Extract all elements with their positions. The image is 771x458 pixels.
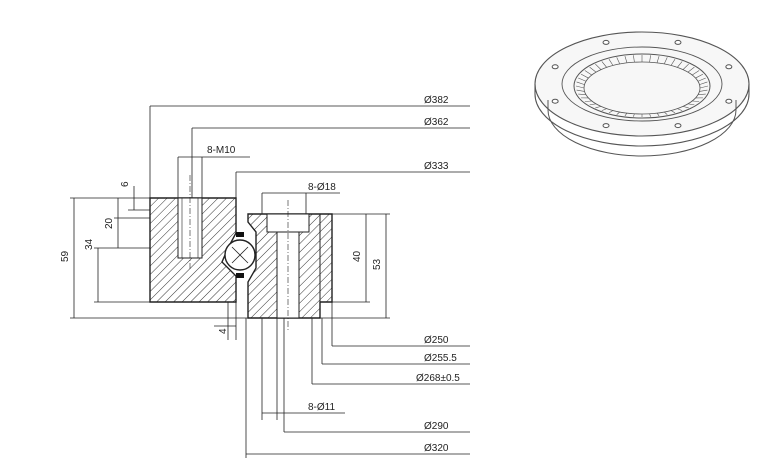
label-h18: 8-Ø18 <box>308 182 336 193</box>
left-dimensions <box>70 186 248 340</box>
bolt-hole <box>725 98 733 104</box>
bolt-hole <box>551 64 559 70</box>
gear-tooth <box>649 113 651 117</box>
label-v59: 59 <box>60 250 71 262</box>
gear-tooth <box>601 61 607 68</box>
gear-tooth <box>692 100 700 102</box>
gear-tooth <box>670 58 676 66</box>
gear-tooth <box>584 70 592 76</box>
gear-tooth <box>699 81 708 85</box>
gear-tooth <box>575 85 585 89</box>
bolt-hole <box>674 123 682 129</box>
gear-tooth <box>601 108 607 111</box>
label-d362: Ø362 <box>424 117 449 128</box>
gear-tooth <box>624 55 628 63</box>
gear-tooth <box>677 108 683 111</box>
gear-tooth <box>664 111 668 115</box>
gear-tooth <box>633 113 635 117</box>
gear-tooth <box>589 103 597 106</box>
label-h11: 8-Ø11 <box>308 402 335 413</box>
gear-tooth <box>589 66 597 73</box>
gear-tooth <box>687 103 695 106</box>
gear-tooth <box>608 58 614 66</box>
gear-tooth <box>670 110 676 114</box>
gear-tooth <box>578 93 587 96</box>
bolt-hole <box>602 39 610 45</box>
gear-tooth <box>595 63 602 70</box>
gear-tooth <box>576 81 585 85</box>
center-lines <box>189 175 289 330</box>
gear-tooth <box>682 63 689 70</box>
inner-ring-section <box>247 213 333 319</box>
dimension-labels: Ø382 Ø362 8-M10 Ø333 8-Ø18 Ø250 Ø255.5 Ø… <box>60 95 460 454</box>
label-d382: Ø382 <box>424 95 449 106</box>
gear-tooth <box>584 100 592 102</box>
gear-tooth <box>697 77 706 82</box>
top-leaders <box>149 105 470 214</box>
gear-tooth <box>663 57 668 65</box>
label-v4: 4 <box>218 328 229 334</box>
bolt-hole <box>725 64 733 70</box>
bolt-hole <box>551 98 559 104</box>
right-dimensions <box>320 213 390 319</box>
label-v6: 6 <box>120 181 131 187</box>
bolt-hole <box>674 39 682 45</box>
gear-tooth <box>695 73 704 79</box>
label-v34: 34 <box>84 238 95 250</box>
gear-tooth <box>580 73 589 79</box>
gear-tooth <box>608 110 614 114</box>
gear-tooth <box>656 55 660 63</box>
gear-tooth <box>624 112 628 117</box>
gear-tooth <box>576 89 585 92</box>
label-d290: Ø290 <box>424 421 449 432</box>
ball-element <box>224 232 256 278</box>
gear-tooth <box>699 85 709 89</box>
gear-tooth <box>677 61 683 68</box>
label-d320: Ø320 <box>424 443 449 454</box>
isometric-ring-view <box>534 31 750 157</box>
outer-ring-section <box>149 197 237 303</box>
gear-tooth <box>649 55 651 63</box>
label-m10: 8-M10 <box>207 145 236 156</box>
label-d255: Ø255.5 <box>424 353 457 364</box>
gear-tooth <box>682 106 689 109</box>
gear-tooth <box>616 57 621 65</box>
label-d268: Ø268±0.5 <box>416 373 460 384</box>
gear-tooth <box>692 70 700 76</box>
gear-tooth <box>656 112 660 117</box>
gear-tooth <box>699 89 708 92</box>
label-v53: 53 <box>372 258 383 270</box>
gear-tooth <box>616 111 620 115</box>
gear-tooth <box>687 66 695 73</box>
label-v20: 20 <box>104 217 115 229</box>
gear-tooth <box>578 77 587 82</box>
label-d250: Ø250 <box>424 335 449 346</box>
label-d333: Ø333 <box>424 161 449 172</box>
bolt-hole <box>602 123 610 129</box>
label-v40: 40 <box>352 250 363 262</box>
bottom-leaders <box>245 302 470 458</box>
gear-tooth <box>595 106 602 109</box>
gear-tooth <box>697 93 706 96</box>
gear-tooth <box>633 55 635 63</box>
